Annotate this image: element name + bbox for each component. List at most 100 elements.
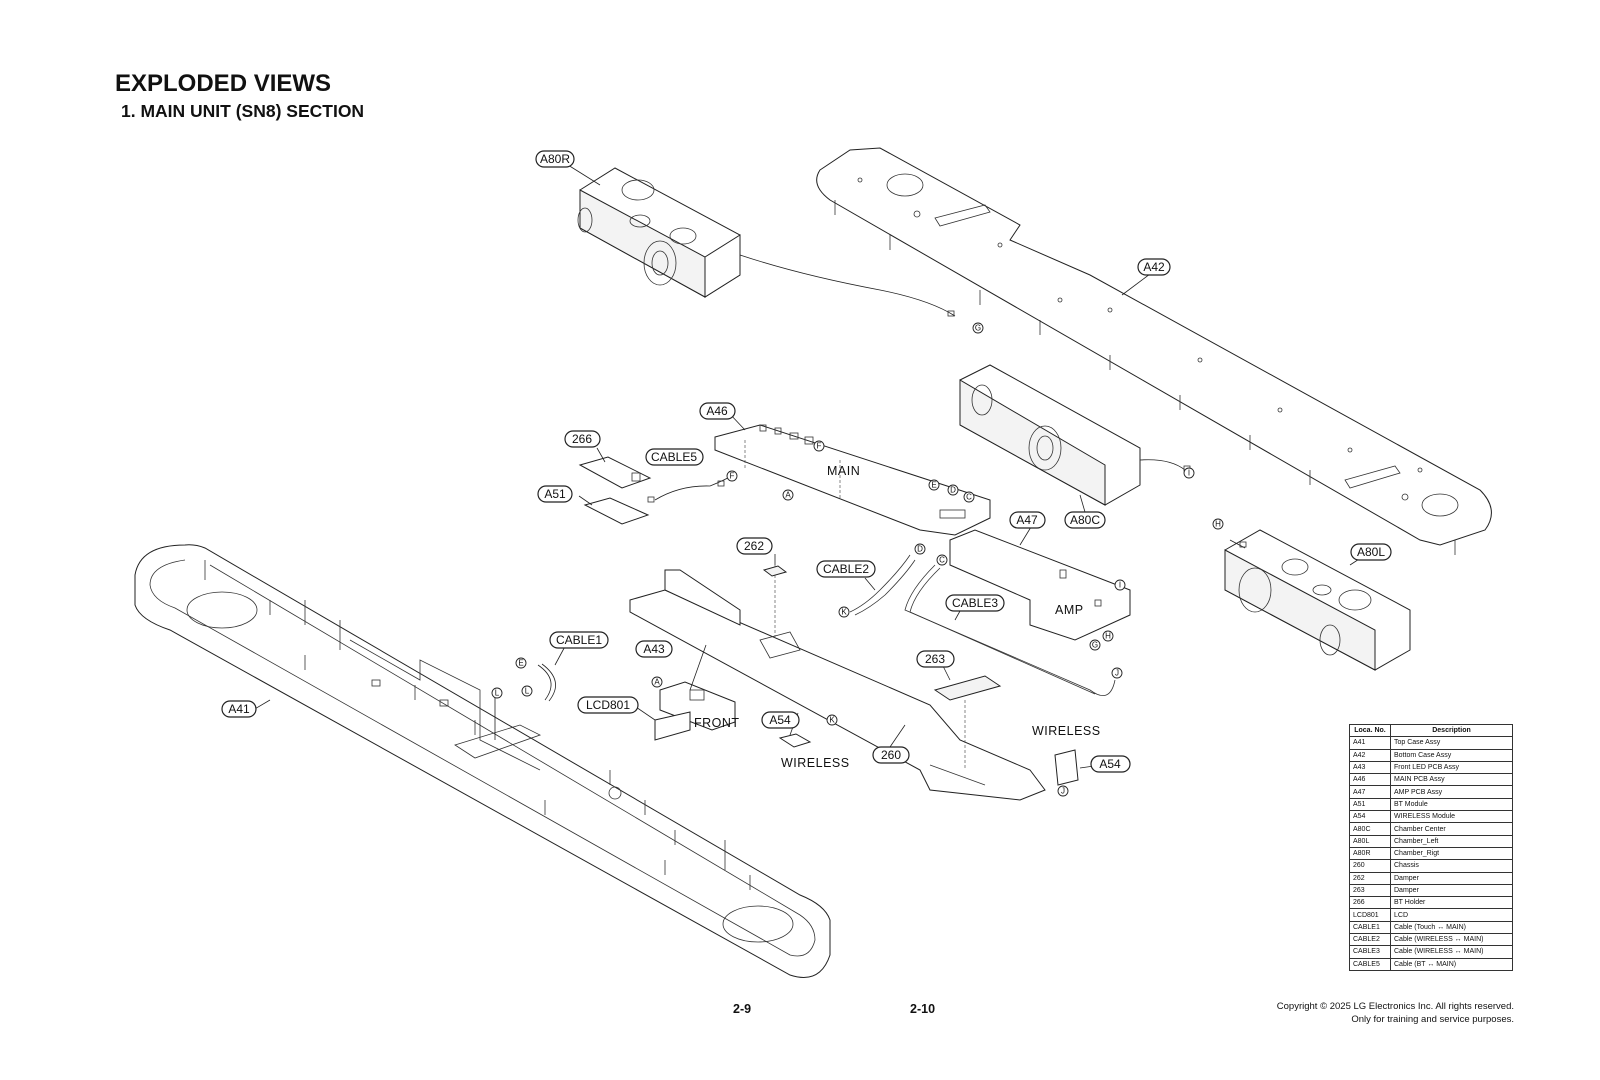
description: Chamber Center bbox=[1390, 822, 1513, 836]
label-main: MAIN bbox=[827, 464, 860, 478]
loca-no: A80L bbox=[1349, 834, 1391, 848]
loca-no: A42 bbox=[1349, 748, 1391, 762]
description: Top Case Assy bbox=[1390, 736, 1513, 750]
description: Front LED PCB Assy bbox=[1390, 760, 1513, 775]
callout-260: 260 bbox=[872, 746, 910, 764]
callout-cable5: CABLE5 bbox=[645, 448, 704, 466]
loca-no: A43 bbox=[1349, 760, 1391, 775]
front-pcb-a43 bbox=[659, 681, 736, 731]
lcd-lcd801 bbox=[654, 711, 691, 741]
description: Cable (WIRELESS ↔ MAIN) bbox=[1390, 945, 1513, 959]
connector-i-amp: I bbox=[1114, 579, 1126, 591]
callout-a46: A46 bbox=[699, 402, 736, 420]
bottom-case-a42 bbox=[816, 147, 1492, 555]
connector-c-cable3: C bbox=[936, 554, 948, 566]
connector-h-l: H bbox=[1212, 518, 1224, 530]
loca-no: CABLE5 bbox=[1349, 957, 1391, 971]
loca-no: A54 bbox=[1349, 810, 1391, 824]
connector-k-a54: K bbox=[826, 714, 838, 726]
description: Chamber_Left bbox=[1390, 834, 1513, 848]
svg-text:A54: A54 bbox=[769, 713, 791, 727]
bt-holder-266 bbox=[578, 456, 652, 489]
svg-text:A80C: A80C bbox=[1070, 513, 1100, 527]
svg-text:I: I bbox=[1119, 581, 1121, 590]
svg-text:I: I bbox=[1188, 469, 1190, 478]
header-description: Description bbox=[1390, 723, 1513, 738]
connector-d-main: D bbox=[947, 484, 959, 496]
callout-a43: A43 bbox=[635, 640, 673, 658]
svg-text:LCD801: LCD801 bbox=[586, 698, 630, 712]
svg-text:K: K bbox=[841, 608, 847, 617]
connector-a-front: A bbox=[651, 676, 663, 688]
description: Chassis bbox=[1390, 859, 1513, 873]
svg-text:CABLE3: CABLE3 bbox=[952, 596, 998, 610]
svg-text:L: L bbox=[525, 687, 530, 696]
svg-text:A51: A51 bbox=[544, 487, 566, 501]
callout-262: 262 bbox=[736, 537, 773, 555]
top-case-a41 bbox=[134, 544, 831, 978]
svg-text:E: E bbox=[518, 659, 523, 668]
callout-cable1: CABLE1 bbox=[549, 631, 609, 649]
parts-table-header: Loca. No. Description bbox=[1349, 723, 1513, 738]
description: MAIN PCB Assy bbox=[1390, 773, 1513, 787]
svg-text:262: 262 bbox=[744, 539, 764, 553]
svg-text:A41: A41 bbox=[228, 702, 250, 716]
chamber-right-a80r bbox=[577, 167, 956, 317]
damper-262 bbox=[762, 565, 788, 577]
svg-text:A54: A54 bbox=[1099, 757, 1121, 771]
callout-a51: A51 bbox=[537, 485, 573, 503]
svg-text:H: H bbox=[1105, 632, 1111, 641]
svg-text:F: F bbox=[730, 472, 735, 481]
connector-k-cable2: K bbox=[838, 606, 850, 618]
svg-text:A42: A42 bbox=[1143, 260, 1165, 274]
chassis-260 bbox=[629, 565, 1046, 801]
svg-text:A: A bbox=[785, 491, 791, 500]
loca-no: 266 bbox=[1349, 896, 1391, 910]
page-number-left: 2-9 bbox=[733, 1002, 752, 1016]
description: BT Module bbox=[1390, 797, 1513, 812]
connector-e-main: E bbox=[928, 479, 940, 491]
svg-text:H: H bbox=[1215, 520, 1221, 529]
copyright-notice: Copyright © 2025 LG Electronics Inc. All… bbox=[1277, 1000, 1514, 1026]
loca-no: CABLE1 bbox=[1349, 920, 1391, 935]
svg-text:D: D bbox=[917, 545, 923, 554]
label-wireless-right: WIRELESS bbox=[1032, 724, 1101, 738]
connector-l-cable1: L bbox=[521, 685, 533, 697]
label-wireless-left: WIRELESS bbox=[781, 756, 850, 770]
connector-i-right: I bbox=[1183, 467, 1195, 479]
svg-text:A43: A43 bbox=[643, 642, 665, 656]
callout-a80r: A80R bbox=[535, 150, 575, 168]
svg-text:A80R: A80R bbox=[540, 152, 570, 166]
connector-e-cable1: E bbox=[515, 657, 527, 669]
label-front: FRONT bbox=[694, 716, 740, 730]
description: Damper bbox=[1390, 871, 1513, 885]
damper-263 bbox=[933, 675, 1002, 701]
svg-text:260: 260 bbox=[881, 748, 901, 762]
svg-text:E: E bbox=[931, 481, 936, 490]
loca-no: 260 bbox=[1349, 859, 1391, 873]
description: Damper bbox=[1390, 883, 1513, 898]
svg-text:263: 263 bbox=[925, 652, 945, 666]
connector-g-amp: G bbox=[1089, 639, 1101, 651]
description: Cable (WIRELESS ↔ MAIN) bbox=[1390, 933, 1513, 947]
svg-text:A46: A46 bbox=[706, 404, 728, 418]
svg-text:J: J bbox=[1115, 669, 1119, 678]
callout-263: 263 bbox=[916, 650, 955, 668]
description: LCD bbox=[1390, 908, 1513, 922]
svg-text:A80L: A80L bbox=[1357, 545, 1385, 559]
connector-f-main: F bbox=[813, 440, 825, 452]
loca-no: CABLE2 bbox=[1349, 933, 1391, 947]
description: Cable (BT ↔ MAIN) bbox=[1390, 957, 1513, 971]
